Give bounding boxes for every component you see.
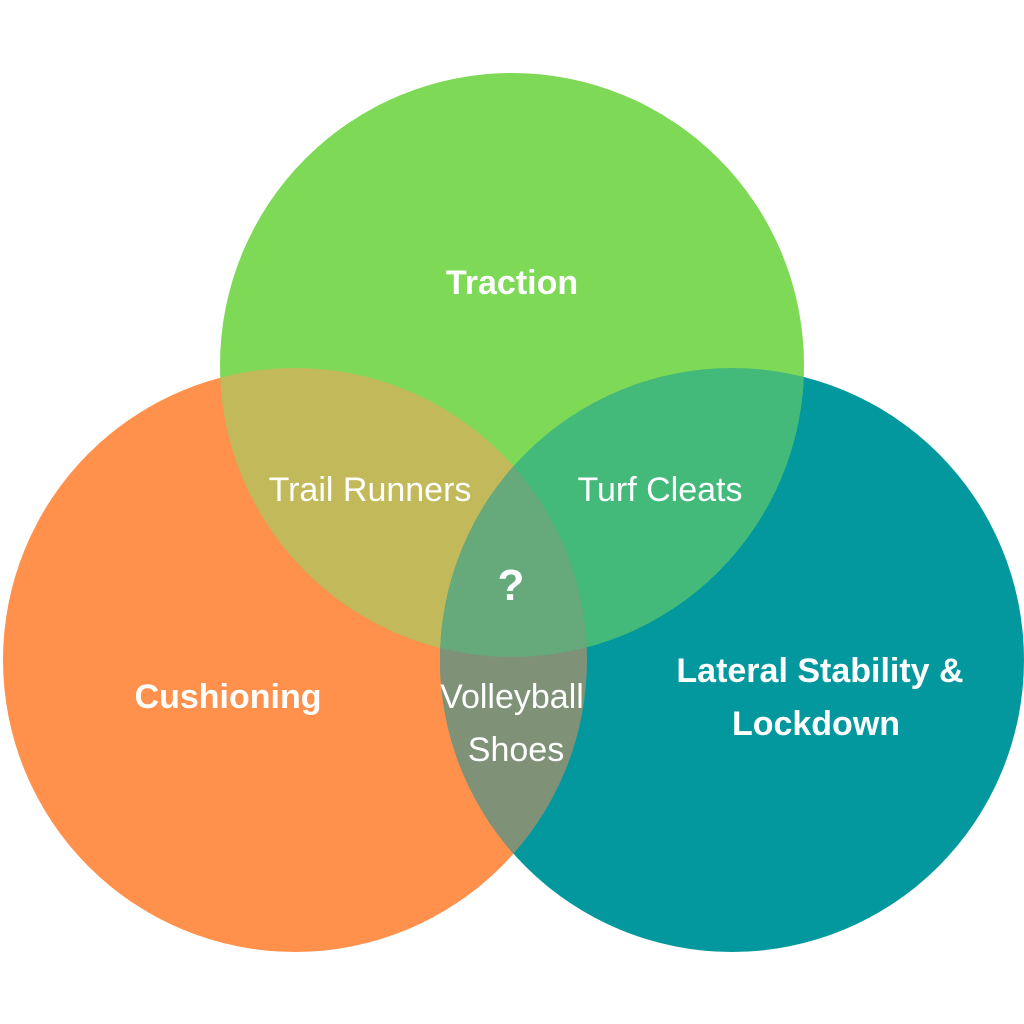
turf-cleats-label: Turf Cleats	[577, 471, 742, 509]
traction-lateral-overlap	[440, 368, 804, 657]
lateral-label-line2: Lockdown	[732, 705, 900, 743]
trail-runners-label: Trail Runners	[269, 471, 472, 509]
cushioning-label: Cushioning	[135, 678, 322, 716]
volleyball-label-line2: Shoes	[468, 731, 564, 769]
traction-label: Traction	[446, 264, 578, 302]
traction-cushioning-overlap	[220, 368, 587, 657]
lateral-label-line1: Lateral Stability &	[676, 652, 963, 690]
volleyball-label-line1: Volleyball	[440, 678, 584, 716]
center-question-label: ?	[498, 561, 525, 610]
